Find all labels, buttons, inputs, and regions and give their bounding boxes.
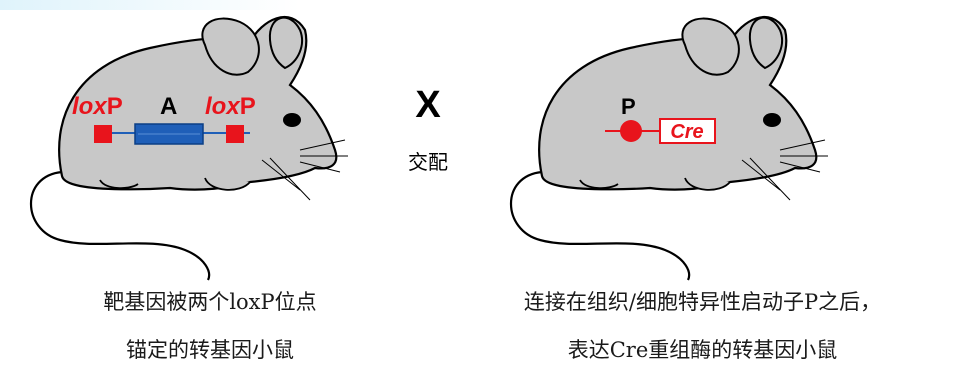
loxp-left-label: loxP	[72, 93, 123, 120]
mouse-right-body	[511, 17, 828, 280]
cross-symbol: X	[398, 84, 458, 127]
gene-a-label: A	[160, 93, 177, 120]
caption-left-line-1: 靶基因被两个loxP位点	[30, 287, 390, 317]
cre-label: Cre	[670, 121, 703, 143]
loxp-right-label: loxP	[205, 93, 256, 120]
svg-text:loxP: loxP	[205, 93, 256, 120]
mouse-left-body	[31, 17, 348, 280]
caption-right-line-1: 连接在组织/细胞特异性启动子P之后，	[440, 287, 965, 317]
mouse-left-eye	[283, 113, 301, 127]
promoter-label: P	[621, 94, 636, 119]
promoter-circle	[620, 120, 642, 142]
caption-right-line-2: 表达Cre重组酶的转基因小鼠	[440, 335, 965, 365]
mouse-right: P Cre	[480, 0, 840, 290]
caption-left-line-2: 锚定的转基因小鼠	[30, 335, 390, 365]
loxp-left-italic: lox	[72, 93, 108, 120]
loxp-right-italic: lox	[205, 93, 241, 120]
mouse-right-eye	[763, 113, 781, 127]
loxp-right-p: P	[240, 93, 256, 120]
cross-label: 交配	[388, 146, 468, 175]
loxp-left-p: P	[107, 93, 123, 120]
svg-text:loxP: loxP	[72, 93, 123, 120]
loxp-right-site	[226, 125, 244, 143]
mouse-left: loxP A loxP	[0, 0, 360, 290]
loxp-left-site	[94, 125, 112, 143]
